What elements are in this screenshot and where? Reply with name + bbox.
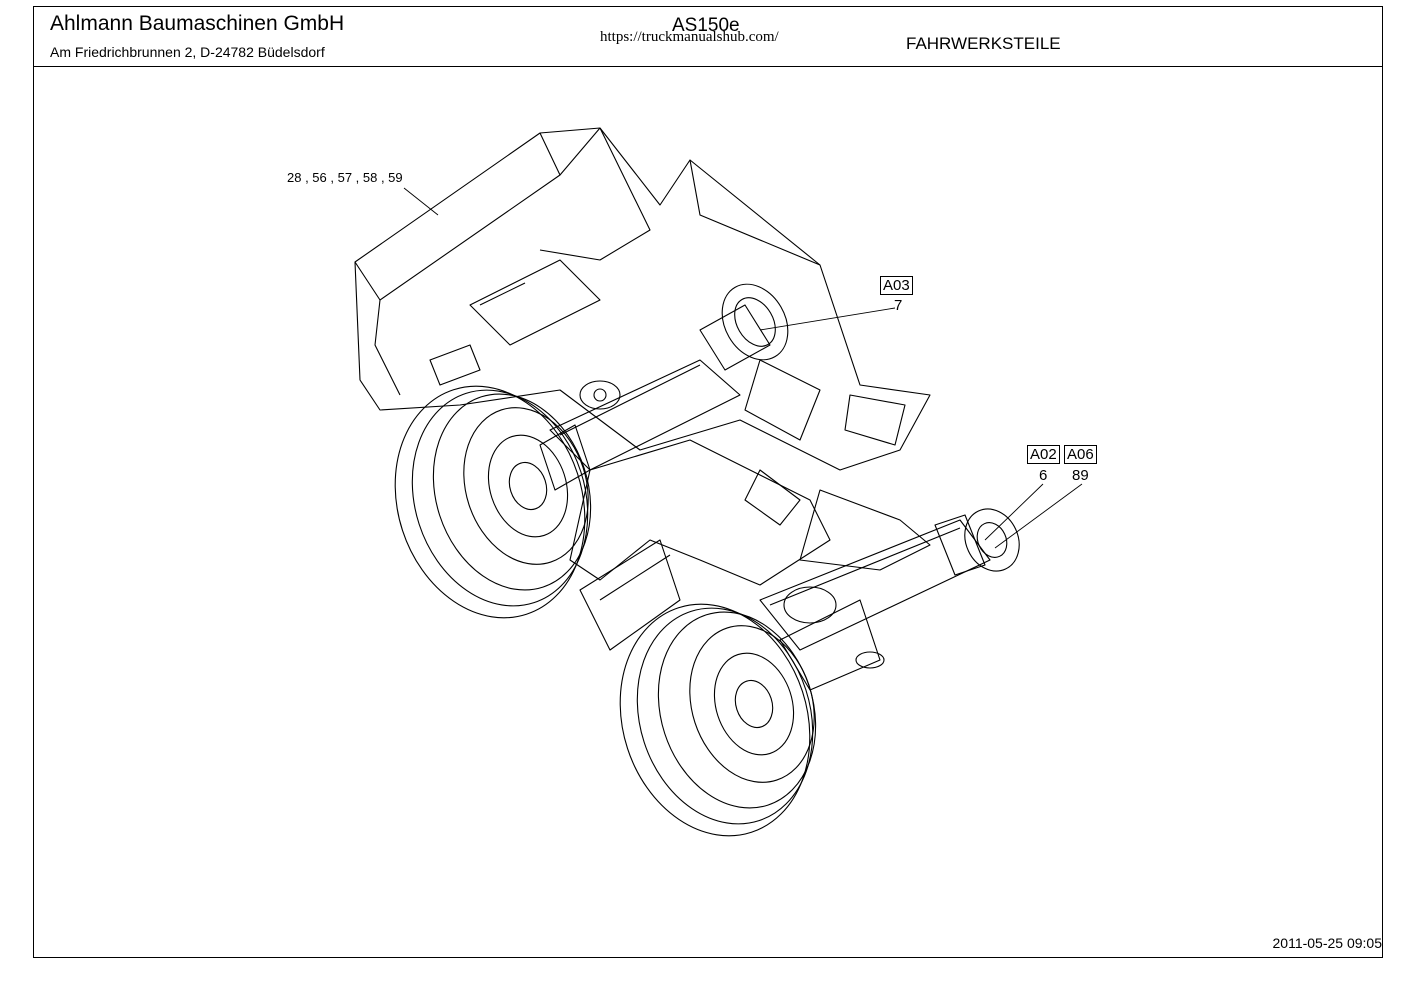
company-address: Am Friedrichbrunnen 2, D-24782 Büdelsdor… (50, 44, 325, 60)
callout-a03-box: A03 (880, 276, 913, 295)
watermark-url: https://truckmanualshub.com/ (600, 29, 779, 45)
header-divider (33, 66, 1383, 67)
timestamp: 2011-05-25 09:05 (1272, 935, 1383, 951)
callout-a06-number: 89 (1072, 467, 1089, 484)
leader-lines (403, 187, 1083, 549)
center-frame (569, 439, 931, 651)
section-title: FAHRWERKSTEILE (906, 34, 1061, 53)
rear-wheel (619, 603, 817, 837)
callout-a06-box: A06 (1064, 445, 1097, 464)
rear-axle (759, 508, 1020, 691)
callout-a02-number: 6 (1039, 467, 1048, 484)
callout-body-parts: 28 , 56 , 57 , 58 , 59 (287, 170, 403, 185)
body-housing (354, 127, 931, 471)
front-axle (539, 283, 789, 491)
drawing-frame (33, 6, 1383, 958)
callout-a02-box: A02 (1027, 445, 1060, 464)
company-name: Ahlmann Baumaschinen GmbH (50, 12, 345, 35)
model-name: AS150e (672, 15, 740, 36)
callout-a03-number: 7 (894, 297, 903, 314)
front-wheel (394, 385, 592, 619)
